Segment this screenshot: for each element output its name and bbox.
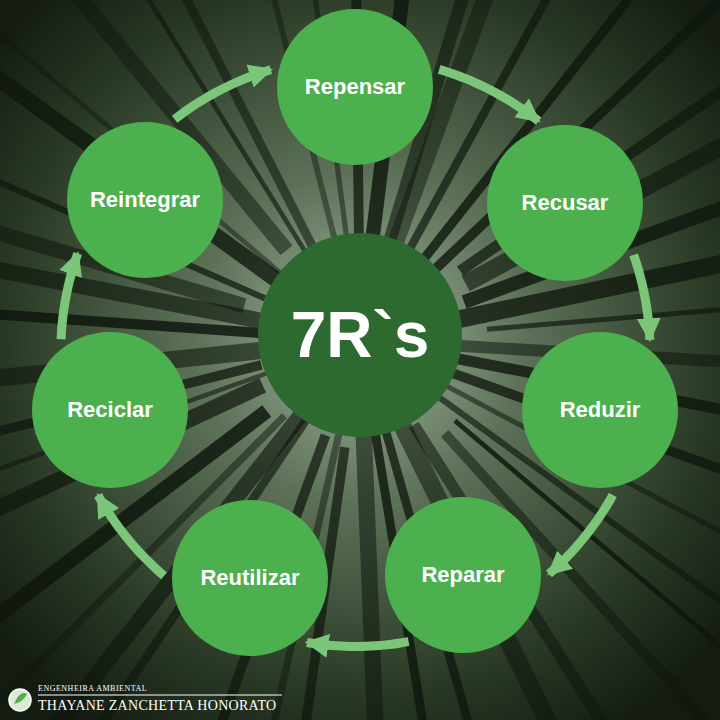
cycle-arrow [98, 495, 164, 576]
step-circle: Reciclar [32, 332, 188, 488]
step-label: Reciclar [67, 398, 153, 422]
cycle-arrow [307, 642, 409, 647]
center-circle: 7R`s [258, 233, 462, 437]
bamboo-stalk [487, 281, 720, 329]
step-circle: Reintegrar [67, 122, 223, 278]
cycle-arrow [439, 69, 538, 121]
step-circle: Recusar [487, 125, 643, 281]
logo-leaf [14, 693, 27, 704]
cycle-arrow [175, 70, 271, 120]
cycle-arrow [634, 255, 650, 340]
logo-subtitle: ENGENHEIRA AMBIENTAL [38, 684, 147, 693]
step-label: Recusar [522, 191, 609, 215]
step-label: Reduzir [560, 398, 641, 422]
step-label: Reutilizar [200, 566, 299, 590]
logo-circle [9, 689, 31, 711]
step-circle: Repensar [277, 9, 433, 165]
step-label: Repensar [305, 75, 405, 99]
bamboo-stalk [375, 392, 551, 720]
step-circle: Reduzir [522, 332, 678, 488]
center-title: 7R`s [291, 300, 430, 370]
logo-name: THAYANE ZANCHETTA HONORATO [38, 698, 276, 714]
cycle-arrow [549, 495, 613, 574]
step-label: Reintegrar [90, 188, 200, 212]
step-circle: Reutilizar [172, 500, 328, 656]
bamboo-stalk [397, 0, 720, 305]
step-label: Reparar [421, 563, 504, 587]
bamboo-stalk [0, 0, 326, 285]
step-circle: Reparar [385, 497, 541, 653]
cycle-arrow [61, 254, 78, 340]
bamboo-stalk [0, 0, 324, 309]
logo-rule [38, 695, 282, 696]
bamboo-stalk [466, 10, 720, 284]
